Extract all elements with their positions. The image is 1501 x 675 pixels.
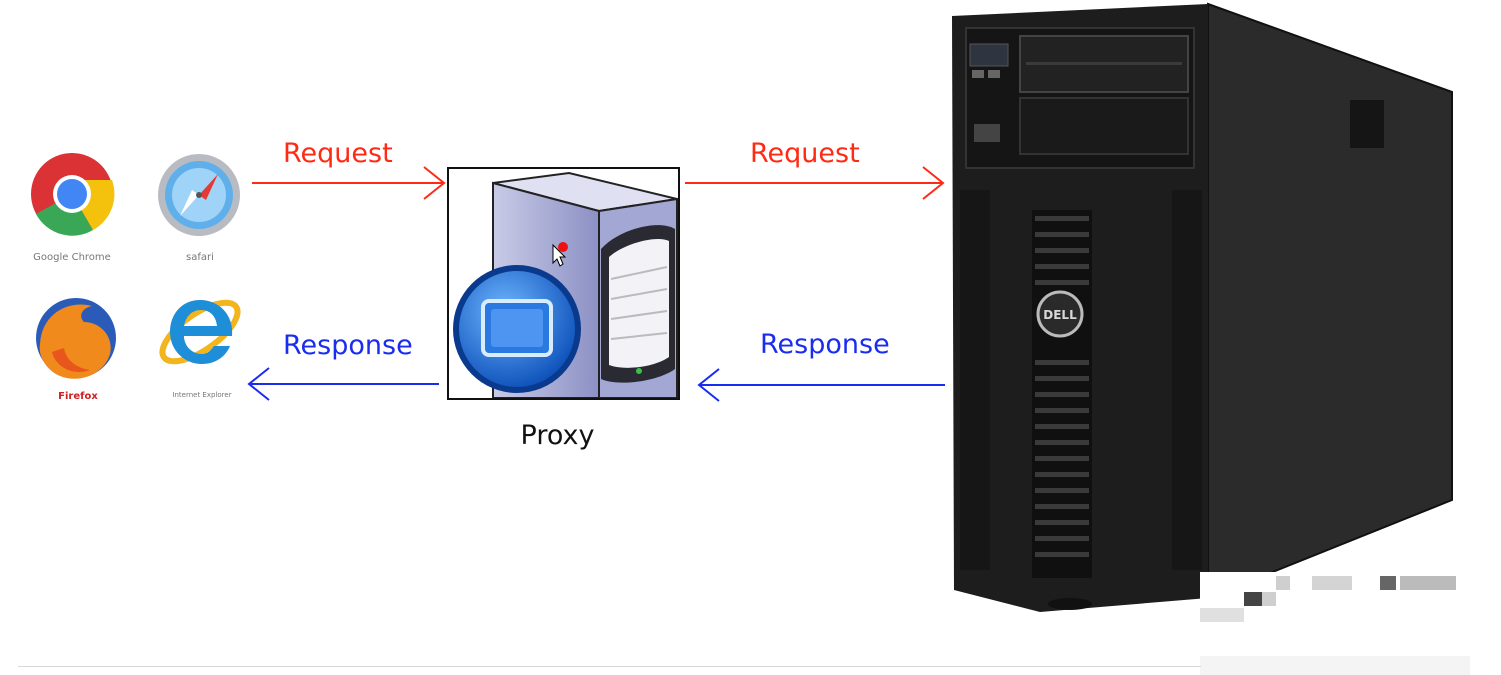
firefox-label: Firefox xyxy=(58,391,98,402)
server-response-label: Response xyxy=(760,329,890,360)
safari-icon xyxy=(156,152,242,238)
client-response-label: Response xyxy=(283,330,413,361)
server-grille xyxy=(1035,216,1089,557)
server-request-label: Request xyxy=(750,138,860,169)
chrome-icon xyxy=(28,150,116,238)
server-response-arrow xyxy=(697,368,945,402)
proxy-server-icon xyxy=(447,167,680,400)
dell-server-icon: DELL xyxy=(940,0,1470,620)
client-response-arrow xyxy=(247,367,439,401)
chrome-label: Google Chrome xyxy=(33,252,111,263)
dell-logo: DELL xyxy=(1043,308,1077,322)
proxy-label: Proxy xyxy=(520,420,595,451)
internet-explorer-label: Internet Explorer xyxy=(172,391,232,399)
client-request-label: Request xyxy=(283,138,393,169)
firefox-icon xyxy=(30,292,122,384)
blurred-watermark xyxy=(1200,572,1470,675)
server-request-arrow xyxy=(685,166,945,200)
client-request-arrow xyxy=(252,166,446,200)
safari-label: safari xyxy=(186,252,214,263)
bottom-divider xyxy=(18,666,1201,667)
internet-explorer-icon xyxy=(154,286,246,378)
